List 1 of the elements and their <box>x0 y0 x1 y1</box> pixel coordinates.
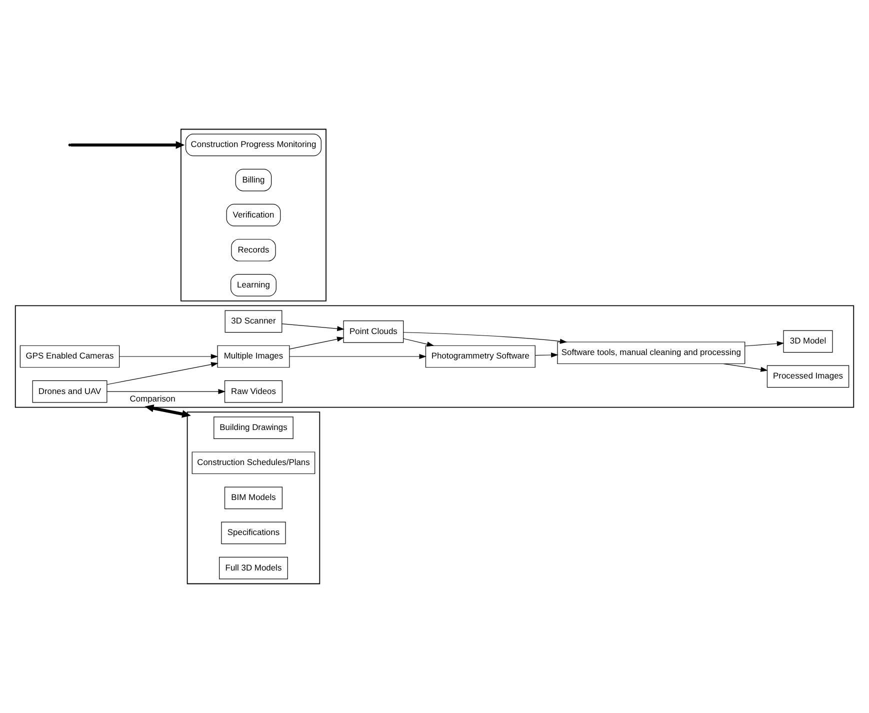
edge-label: Comparison <box>130 393 176 404</box>
